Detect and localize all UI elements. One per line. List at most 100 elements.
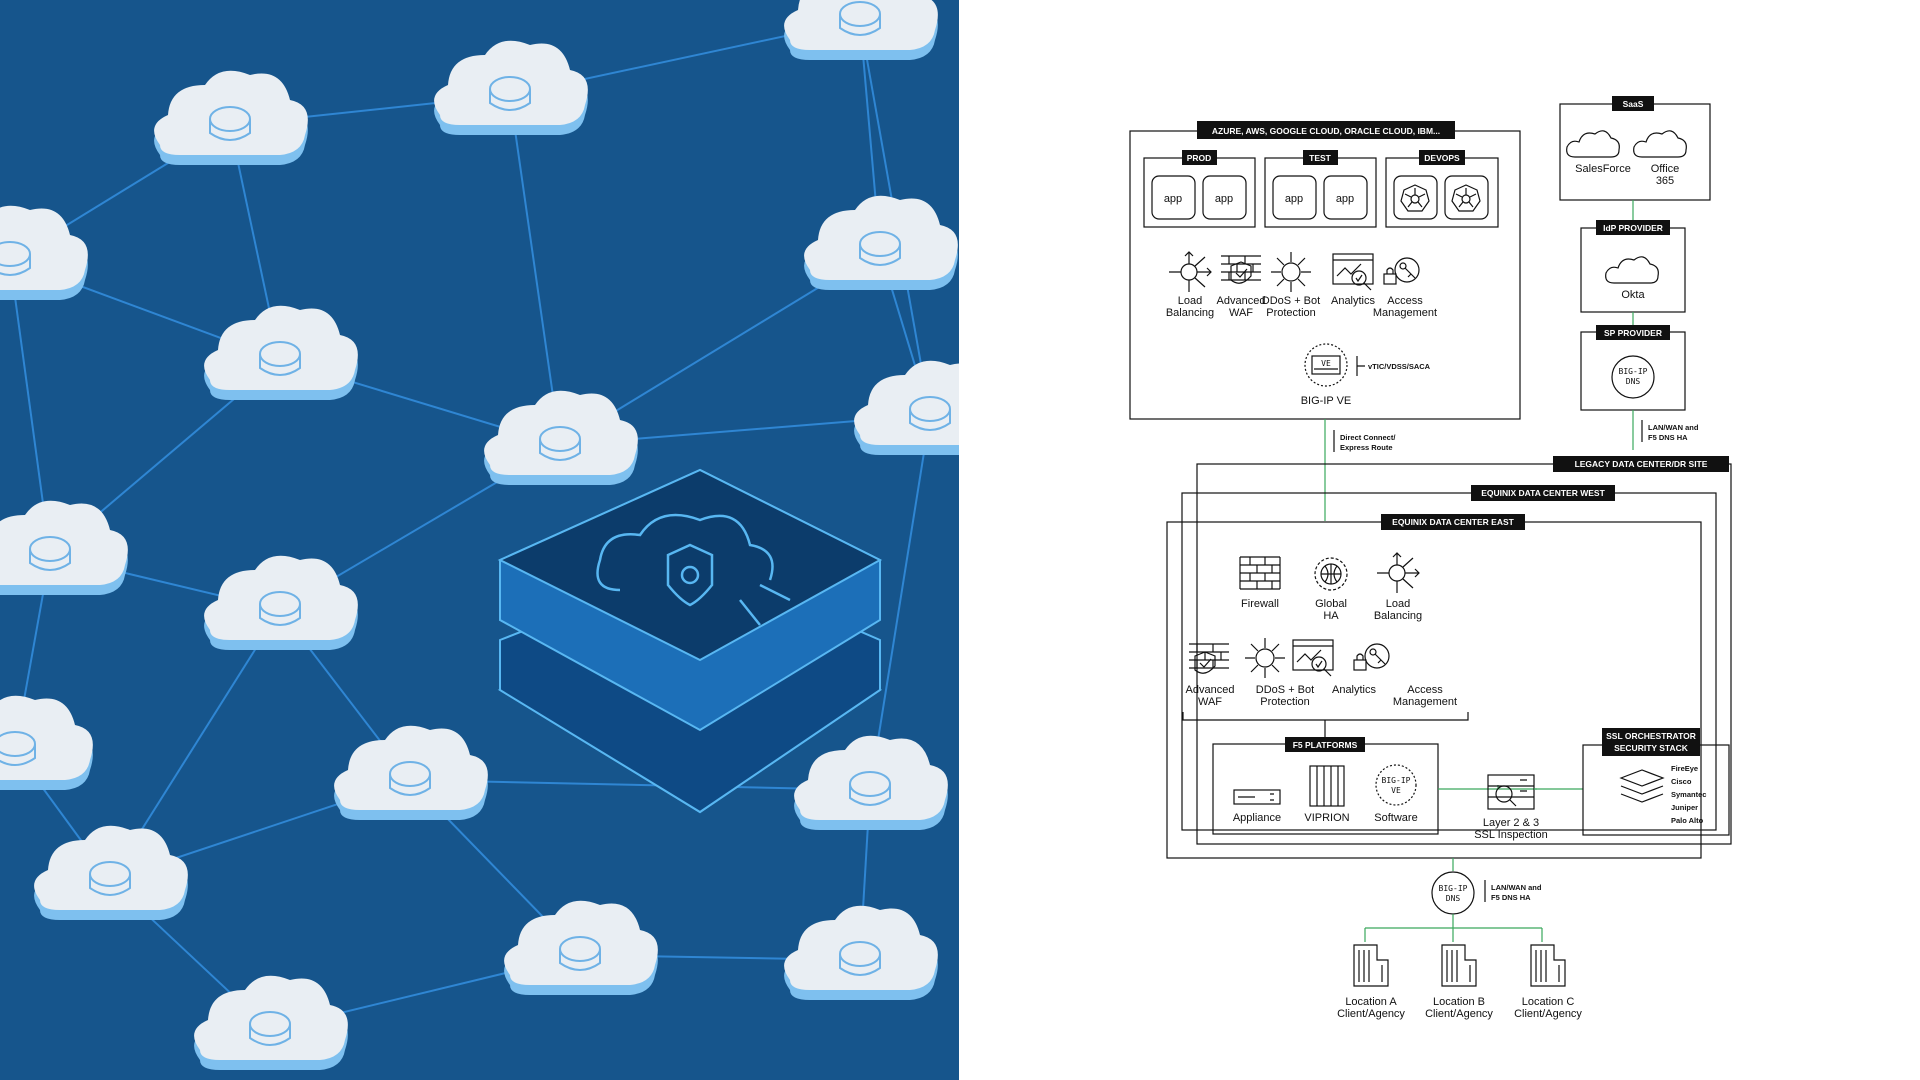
analytics-icon — [1292, 639, 1334, 677]
database-icon — [209, 106, 251, 141]
dc-service-label: Firewall — [1241, 598, 1279, 610]
database-icon — [0, 731, 36, 766]
ve-note: vTIC/VDSS/SACA — [1368, 362, 1431, 371]
service-label: WAF — [1229, 307, 1253, 319]
service-label: Access — [1387, 295, 1423, 307]
service-label: Load — [1178, 295, 1202, 307]
platform-ve-badge: BIG-IP — [1382, 776, 1411, 785]
ssl-orchestrator-box: SSL ORCHESTRATOR SECURITY STACK FireEye … — [1582, 728, 1730, 836]
firewall-icon — [849, 771, 891, 806]
dc-service-label: Advanced — [1186, 684, 1235, 696]
dc-service-label: Protection — [1260, 696, 1310, 708]
cloud-service-labels: Load Balancing Advanced WAF DDoS + Bot P… — [1166, 295, 1437, 319]
access-management-icon — [1353, 643, 1390, 671]
cloud-node — [804, 195, 958, 290]
cloud-node — [0, 500, 128, 595]
cloud-node — [334, 725, 488, 820]
sp-link-note: F5 DNS HA — [1648, 433, 1688, 442]
lock-icon — [559, 936, 601, 971]
cloud-security-chip-icon — [596, 513, 791, 626]
dc-west-tag: EQUINIX DATA CENTER WEST — [1481, 488, 1605, 498]
cloud-node — [784, 0, 938, 60]
database-icon — [259, 591, 301, 626]
env-test-tag: TEST — [1309, 153, 1332, 163]
dc-service-label: Access — [1407, 684, 1443, 696]
direct-connect-link: Direct Connect/ Express Route — [1324, 419, 1396, 521]
big-ip-ve-label: BIG-IP VE — [1301, 395, 1352, 407]
direct-connect-note: Express Route — [1340, 443, 1393, 452]
office365-cloud-icon — [1633, 130, 1687, 158]
security-vendor: Palo Alto — [1671, 816, 1704, 825]
architecture-diagram-panel: AZURE, AWS, GOOGLE CLOUD, ORACLE CLOUD, … — [959, 0, 1920, 1080]
sp-dns-badge: DNS — [1626, 377, 1641, 386]
cloud-node — [194, 975, 348, 1070]
saas-label: 365 — [1656, 175, 1674, 187]
env-test: TEST app app — [1264, 150, 1377, 228]
env-prod-tag: PROD — [1187, 153, 1212, 163]
firewall-icon — [1239, 556, 1281, 590]
cloud-node — [0, 695, 93, 790]
network-line — [869, 414, 931, 791]
load-balancing-icon — [1377, 552, 1420, 593]
gears-icon — [0, 241, 31, 276]
dc-service-label: Management — [1393, 696, 1457, 708]
cloud-node — [434, 40, 588, 135]
network-hub-icon — [539, 426, 581, 461]
ssl-orch-tag: SSL ORCHESTRATOR — [1606, 731, 1696, 741]
salesforce-cloud-icon — [1566, 130, 1620, 158]
dc-service-label: HA — [1323, 610, 1339, 622]
layers-stack-icon — [1619, 769, 1665, 803]
ddos-bot-protection-icon — [1271, 252, 1311, 292]
idp-box: IdP PROVIDER Okta — [1580, 220, 1686, 313]
ve-badge: VE — [1321, 359, 1331, 368]
user-code-icon — [89, 861, 131, 896]
app-label: app — [1164, 193, 1182, 205]
illustration-canvas — [0, 0, 959, 1070]
bottom-link-note: F5 DNS HA — [1491, 893, 1531, 902]
service-label: DDoS + Bot — [1262, 295, 1320, 307]
cloud-node — [204, 555, 358, 650]
sp-tag: SP PROVIDER — [1604, 328, 1662, 338]
cloud-node — [0, 205, 88, 300]
location-b-building-icon — [1441, 944, 1477, 987]
dc-service-label: Load — [1386, 598, 1410, 610]
bottom-big-ip-dns: BIG-IP DNS — [1431, 871, 1475, 915]
shield-icon — [909, 396, 951, 431]
appliance-icon — [1233, 789, 1281, 805]
platform-ve-badge: VE — [1391, 786, 1401, 795]
kubernetes-icon — [1451, 184, 1481, 212]
security-vendor: Juniper — [1671, 803, 1698, 812]
location-label: Client/Agency — [1337, 1008, 1405, 1020]
f5-platforms-box: F5 PLATFORMS BIG-IP VE Appliance VIPRION… — [1212, 737, 1439, 835]
cloud-node — [204, 305, 358, 400]
cloud-provider-box: AZURE, AWS, GOOGLE CLOUD, ORACLE CLOUD, … — [1129, 121, 1521, 420]
saas-box: SaaS SalesForce Office 365 — [1559, 96, 1711, 201]
viprion-icon — [1309, 765, 1345, 807]
app-label: app — [1285, 193, 1303, 205]
env-prod: PROD app app — [1143, 150, 1256, 228]
cloud-node — [794, 735, 948, 830]
advanced-waf-icon — [1189, 643, 1229, 674]
dc-legacy-tag: LEGACY DATA CENTER/DR SITE — [1575, 459, 1708, 469]
ssl-inspection-icon — [1487, 774, 1535, 810]
okta-label: Okta — [1621, 289, 1645, 301]
cloud-node — [484, 390, 638, 485]
platform-label: Appliance — [1233, 812, 1281, 824]
wifi-icon — [489, 76, 531, 111]
sp-box: SP PROVIDER BIG-IP DNS — [1580, 325, 1686, 411]
security-vendor: FireEye — [1671, 764, 1698, 773]
cloud-node — [154, 70, 308, 165]
software-ve-icon: BIG-IP VE — [1375, 764, 1417, 806]
access-management-icon — [1383, 257, 1420, 285]
service-label: Balancing — [1166, 307, 1214, 319]
location-label: Location A — [1345, 996, 1397, 1008]
saas-label: Office — [1651, 163, 1680, 175]
location-label: Location B — [1433, 996, 1485, 1008]
shield-check-icon — [839, 1, 881, 36]
dc-service-labels-row2: Advanced WAF DDoS + Bot Protection Analy… — [1186, 684, 1458, 708]
location-label: Client/Agency — [1425, 1008, 1493, 1020]
bottom-dns-badge: DNS — [1446, 894, 1461, 903]
database-icon — [859, 231, 901, 266]
location-label: Client/Agency — [1514, 1008, 1582, 1020]
